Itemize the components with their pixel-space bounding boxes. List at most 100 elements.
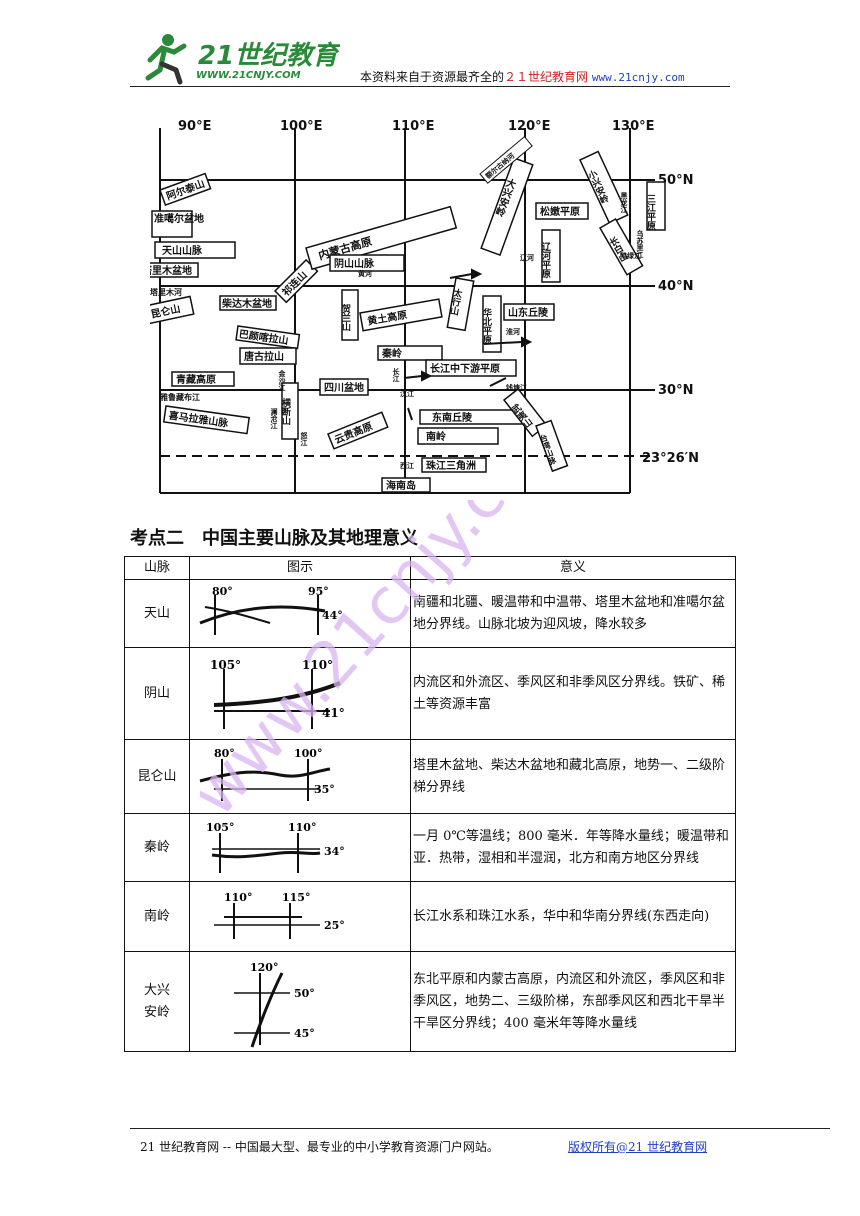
map-label: 澜沧江 (270, 407, 279, 430)
mountain-meaning: 塔里木盆地、柴达木盆地和藏北高原，地势一、二级阶梯分界线 (410, 739, 736, 814)
mountain-name: 南岭 (124, 881, 190, 952)
table-row: 秦岭 105° 110° 34° 一月 0℃等温线；800 毫米．年等降水量线；… (124, 813, 736, 882)
mountain-diagram: 105° 110° 41° (189, 647, 411, 740)
footer-text: 21 世纪教育网 -- 中国最大型、最专业的中小学教育资源门户网站。 (140, 1140, 499, 1154)
map-label: 青藏高原 (176, 373, 216, 386)
copyright-link[interactable]: 版权所有@21 世纪教育网 (568, 1140, 708, 1154)
diagram-label: 100° (294, 747, 322, 760)
mountain-diagram: 80° 95° 44° (189, 579, 411, 648)
diagram-label: 44° (322, 609, 343, 622)
diagram-label: 45° (294, 1027, 315, 1040)
mountain-diagram: 110° 115° 25° (189, 881, 411, 952)
map-label: 唐古拉山 (244, 350, 284, 363)
footer-divider (130, 1128, 830, 1129)
lat-label: 50°N (658, 173, 693, 188)
mountain-name-line1: 大兴 (143, 982, 170, 998)
mountain-meaning: 内流区和外流区、季风区和非季风区分界线。铁矿、稀土等资源丰富 (410, 647, 736, 740)
map-label: 雅鲁藏布江 (160, 392, 200, 402)
mountain-name: 大兴安岭 (124, 951, 190, 1052)
table-row: 天山 80° 95° 44° 南疆和北疆、暖温带和中温带、塔里木盆地和准噶尔盆地… (124, 579, 736, 648)
map-label: 山东丘陵 (508, 306, 549, 319)
mountain-diagram: 120° 50° 45° (189, 951, 411, 1052)
runner-icon (145, 34, 187, 85)
map-label: 华北平原 (481, 307, 492, 345)
diagram-label: 50° (294, 987, 315, 1000)
map-label: 三江平原 (645, 194, 656, 231)
table-header-row: 山脉 图示 意义 (124, 556, 736, 580)
mountain-meaning: 东北平原和内蒙古高原，内流区和外流区，季风区和非季风区，地势二、三级阶梯，东部季… (410, 951, 736, 1052)
mountain-diagram: 80° 100° 35° (189, 739, 411, 814)
lon-label: 100°E (280, 119, 323, 134)
mountain-meaning: 长江水系和珠江水系，华中和华南分界线(东西走向) (410, 881, 736, 952)
map-label: 辽河 (520, 253, 534, 262)
mountain-table: 山脉 图示 意义 天山 80° 95° 44° 南疆和北疆、暖温带和中温带、塔里… (124, 556, 736, 1052)
china-terrain-map: 90°E 100°E 110°E 120°E 130°E 50°N 40°N 3… (150, 119, 699, 494)
diagram-label: 105° (210, 658, 241, 672)
map-label: 长江 (392, 367, 401, 383)
diagram-label: 80° (214, 747, 235, 760)
map-label: 秦岭 (381, 347, 402, 360)
header-prefix: 本资料来自于资源最齐全的 (360, 70, 505, 84)
map-label: 准噶尔盆地 (154, 212, 204, 225)
map-label: 塔里木盆地 (150, 264, 192, 277)
map-label: 贺兰山 (340, 303, 352, 332)
lat-label: 40°N (658, 279, 693, 294)
diagram-label: 110° (224, 891, 252, 904)
diagram-label: 25° (324, 919, 345, 932)
map-label: 海南岛 (386, 479, 416, 492)
column-header: 意义 (410, 556, 736, 580)
diagram-label: 110° (302, 658, 333, 672)
table-row: 昆仑山 80° 100° 35° 塔里木盆地、柴达木盆地和藏北高原，地势一、二级… (124, 739, 736, 814)
map-label: 鸭绿江 (620, 251, 641, 260)
table-row: 南岭 110° 115° 25° 长江水系和珠江水系，华中和华南分界线(东西走向… (124, 881, 736, 952)
table-row: 阴山 105° 110° 41° 内流区和外流区、季风区和非季风区分界线。铁矿、… (124, 647, 736, 740)
map-label: 淮河 (506, 327, 520, 336)
lat-label: 23°26′N (642, 451, 699, 466)
header-url[interactable]: www.21cnjy.com (591, 71, 685, 84)
map-label: 松嫩平原 (540, 205, 580, 218)
header-brand[interactable]: ２１世纪教育网 (504, 70, 589, 84)
diagram-label: 34° (324, 845, 345, 858)
mountain-name: 昆仑山 (124, 739, 190, 814)
diagram-label: 115° (282, 891, 310, 904)
map-label: 柴达木盆地 (221, 297, 272, 310)
mountain-meaning: 南疆和北疆、暖温带和中温带、塔里木盆地和准噶尔盆地分界线。山脉北坡为迎风坡，降水… (410, 579, 736, 648)
map-label: 辽河平原 (540, 241, 551, 279)
map-label: 钱塘江 (505, 383, 527, 392)
mountain-diagram: 105° 110° 34° (189, 813, 411, 882)
map-label: 天山山脉 (162, 244, 203, 257)
map-label: 珠江三角洲 (426, 459, 476, 472)
lon-label: 110°E (392, 119, 435, 134)
mountain-meaning: 一月 0℃等温线；800 毫米．年等降水量线；暖温带和亚．热带，湿相和半湿润，北… (410, 813, 736, 882)
lon-label: 130°E (612, 119, 655, 134)
map-label: 西江 (400, 461, 414, 470)
column-header: 山脉 (124, 556, 190, 580)
mountain-name: 阴山 (124, 647, 190, 740)
logo-text: 21世纪教育 (198, 41, 340, 71)
map-label: 汉江 (400, 389, 414, 398)
lat-label: 30°N (658, 383, 693, 398)
section-title: 考点二 中国主要山脉及其地理意义 (130, 528, 418, 549)
mountain-name: 天山 (124, 579, 190, 648)
map-grid (159, 128, 655, 494)
diagram-label: 41° (322, 706, 345, 720)
mountain-name: 秦岭 (124, 813, 190, 882)
map-label: 黄河 (358, 269, 372, 278)
lon-label: 90°E (178, 119, 211, 134)
map-label: 南岭 (426, 430, 446, 443)
diagram-label: 35° (314, 783, 335, 796)
logo-url: WWW.21CNJY.COM (196, 70, 301, 81)
header-tagline: 本资料来自于资源最齐全的２１世纪教育网 www.21cnjy.com (360, 68, 685, 85)
map-label: 阴山山脉 (334, 257, 375, 270)
diagram-label: 110° (288, 821, 316, 834)
map-label: 怒江 (300, 431, 309, 447)
map-label: 长江中下游平原 (430, 362, 500, 375)
map-label: 横断山 (280, 397, 291, 426)
map-label: 黑龙江 (620, 191, 629, 214)
lon-label: 120°E (508, 119, 551, 134)
diagram-label: 80° (212, 585, 233, 598)
map-label: 东南丘陵 (432, 411, 473, 424)
map-label: 塔里木河 (150, 287, 182, 297)
map-label: 金沙江 (278, 369, 287, 392)
map-label: 四川盆地 (324, 381, 364, 394)
